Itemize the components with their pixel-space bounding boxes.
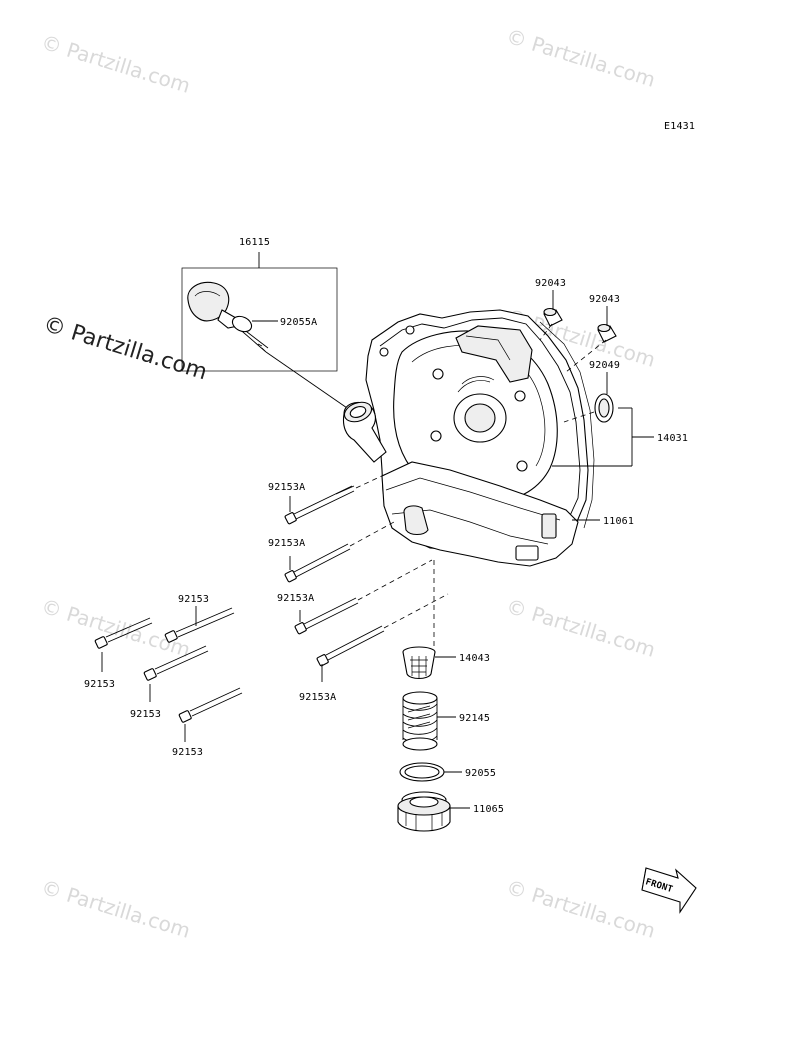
part-label: 92049 [589,360,620,371]
dowel-pins [539,290,617,373]
part-label: 92055A [280,317,317,328]
bolts-92153A [284,473,449,682]
part-label: 92153 [130,709,161,720]
watermark: © Partzilla.com [504,594,659,662]
dipstick-assembly [181,252,351,411]
part-label: 92153A [277,593,314,604]
part-label: 14031 [657,433,688,444]
part-label: 11061 [603,516,634,527]
watermark: © Partzilla.com [39,594,194,662]
part-labels: 16115 92055A 92043 92043 92049 14031 110… [84,237,688,815]
part-label: 92153 [172,747,203,758]
oil-strainer [402,646,456,680]
part-label: 11065 [473,804,504,815]
crankcase-cover [342,309,600,567]
watermark: © Partzilla.com [504,875,659,943]
part-label: 92153A [268,538,305,549]
front-arrow-icon: FRONT [641,867,697,914]
oil-seal [552,372,654,467]
o-ring [399,762,462,782]
part-label: 92153 [84,679,115,690]
drain-plug [397,791,470,832]
part-label: 92153A [268,482,305,493]
part-label: 92055 [465,768,496,779]
watermark-main: © Partzilla.com [40,312,210,386]
part-label: 92145 [459,713,490,724]
spring [402,691,456,751]
watermark: © Partzilla.com [504,24,659,92]
part-label: 92153A [299,692,336,703]
diagram-code: E1431 [664,121,695,132]
part-label: 92043 [535,278,566,289]
bolts-92153 [94,606,243,742]
part-label: 14043 [459,653,490,664]
part-label: 16115 [239,237,270,248]
part-label: 92153 [178,594,209,605]
watermark: © Partzilla.com [39,875,194,943]
part-label: 92043 [589,294,620,305]
watermark: © Partzilla.com [39,30,194,98]
